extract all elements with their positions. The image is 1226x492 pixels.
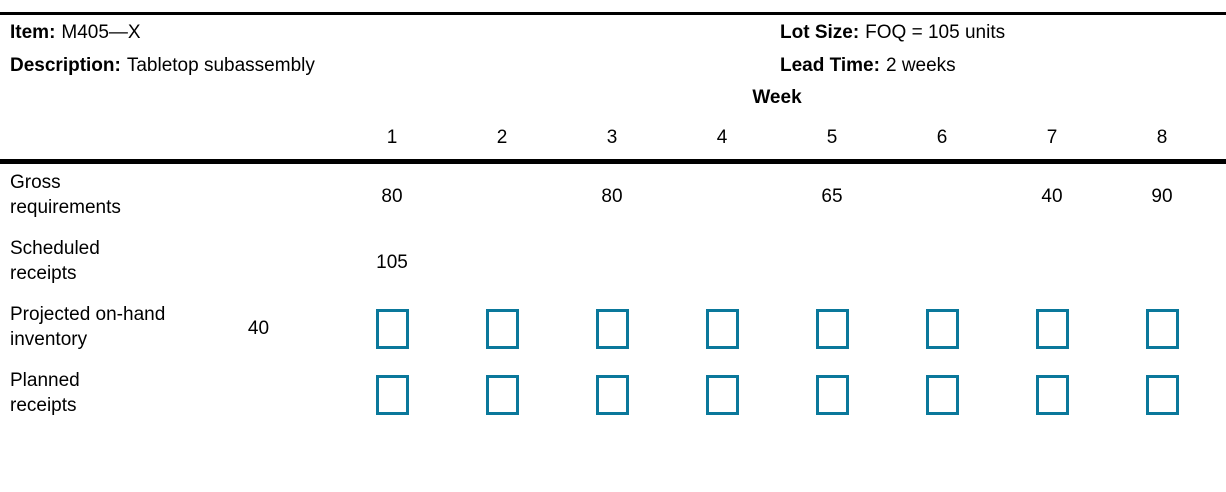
projected-inventory-cell-week-6: [887, 296, 997, 362]
gross-requirements-initial: [180, 164, 337, 230]
planned-receipts-cell-week-6: [887, 362, 997, 428]
lot-size-label: Lot Size:: [780, 22, 860, 43]
gross-requirements-week-2: [447, 164, 557, 230]
week-column-6: 6: [936, 127, 948, 148]
description-label: Description:: [10, 55, 121, 76]
projected-inventory-cell-week-7: [997, 296, 1107, 362]
projected-inventory-input-week-7[interactable]: [1035, 309, 1069, 349]
projected-inventory-initial: 40: [247, 318, 270, 339]
description-value: Tabletop subassembly: [126, 55, 315, 76]
scheduled-receipts-week-8: [1107, 230, 1217, 296]
header-divider: [0, 159, 1226, 164]
planned-receipts-cell-week-3: [557, 362, 667, 428]
week-column-7: 7: [1046, 127, 1058, 148]
lead-time-label: Lead Time:: [780, 55, 880, 76]
scheduled-receipts-week-2: [447, 230, 557, 296]
projected-inventory-input-week-3[interactable]: [595, 309, 629, 349]
gross-requirements-week-8: 90: [1151, 186, 1173, 207]
week-column-1: 1: [386, 127, 398, 148]
projected-inventory-input-week-8[interactable]: [1145, 309, 1179, 349]
gross-requirements-week-5: 65: [821, 186, 843, 207]
description-field: Description:Tabletop subassembly: [10, 55, 315, 77]
item-field: Item:M405—X: [10, 22, 141, 44]
item-label: Item:: [10, 22, 56, 43]
planned-receipts-cell-week-2: [447, 362, 557, 428]
scheduled-receipts-week-3: [557, 230, 667, 296]
planned-receipts-input-week-6[interactable]: [925, 375, 959, 415]
gross-requirements-week-4: [667, 164, 777, 230]
projected-inventory-input-week-5[interactable]: [815, 309, 849, 349]
planned-receipts-initial: [180, 362, 337, 428]
planned-receipts-cell-week-7: [997, 362, 1107, 428]
row-label-gross-requirements: Gross requirements: [10, 172, 121, 218]
top-divider: [0, 12, 1226, 15]
projected-inventory-cell-week-8: [1107, 296, 1217, 362]
planned-receipts-input-week-2[interactable]: [485, 375, 519, 415]
projected-inventory-input-week-1[interactable]: [375, 309, 409, 349]
scheduled-receipts-week-1: 105: [376, 252, 408, 273]
planned-receipts-input-week-1[interactable]: [375, 375, 409, 415]
lot-size-value: FOQ = 105 units: [865, 22, 1006, 43]
week-column-8: 8: [1156, 127, 1168, 148]
planned-receipts-input-week-4[interactable]: [705, 375, 739, 415]
gross-requirements-week-7: 40: [1041, 186, 1063, 207]
projected-inventory-cell-week-3: [557, 296, 667, 362]
projected-inventory-input-week-4[interactable]: [705, 309, 739, 349]
projected-inventory-cell-week-5: [777, 296, 887, 362]
projected-inventory-cell-week-1: [337, 296, 447, 362]
item-value: M405—X: [61, 22, 141, 43]
lead-time-field: Lead Time:2 weeks: [780, 55, 956, 77]
projected-inventory-cell-week-4: [667, 296, 777, 362]
week-header: Week: [752, 87, 802, 108]
gross-requirements-week-1: 80: [381, 186, 403, 207]
week-column-3: 3: [606, 127, 618, 148]
mrp-table-body: Gross requirements 80 80 65 40 90 Schedu…: [0, 164, 1217, 428]
gross-requirements-week-6: [887, 164, 997, 230]
row-label-scheduled-receipts: Scheduled receipts: [10, 238, 100, 284]
scheduled-receipts-week-6: [887, 230, 997, 296]
planned-receipts-cell-week-4: [667, 362, 777, 428]
planned-receipts-cell-week-5: [777, 362, 887, 428]
week-column-2: 2: [496, 127, 508, 148]
projected-inventory-input-week-2[interactable]: [485, 309, 519, 349]
gross-requirements-week-3: 80: [601, 186, 623, 207]
scheduled-receipts-initial: [180, 230, 337, 296]
planned-receipts-cell-week-1: [337, 362, 447, 428]
week-column-4: 4: [716, 127, 728, 148]
planned-receipts-input-week-7[interactable]: [1035, 375, 1069, 415]
row-label-planned-receipts: Planned receipts: [10, 370, 80, 416]
scheduled-receipts-week-7: [997, 230, 1107, 296]
planned-receipts-cell-week-8: [1107, 362, 1217, 428]
week-column-5: 5: [826, 127, 838, 148]
planned-receipts-input-week-8[interactable]: [1145, 375, 1179, 415]
row-label-projected-on-hand-inventory: Projected on-hand inventory: [10, 304, 166, 350]
planned-receipts-input-week-3[interactable]: [595, 375, 629, 415]
projected-inventory-cell-week-2: [447, 296, 557, 362]
scheduled-receipts-week-5: [777, 230, 887, 296]
week-number-row: 1 2 3 4 5 6 7 8: [337, 124, 1217, 152]
lead-time-value: 2 weeks: [885, 55, 956, 76]
lot-size-field: Lot Size:FOQ = 105 units: [780, 22, 1005, 44]
planned-receipts-input-week-5[interactable]: [815, 375, 849, 415]
projected-inventory-input-week-6[interactable]: [925, 309, 959, 349]
scheduled-receipts-week-4: [667, 230, 777, 296]
